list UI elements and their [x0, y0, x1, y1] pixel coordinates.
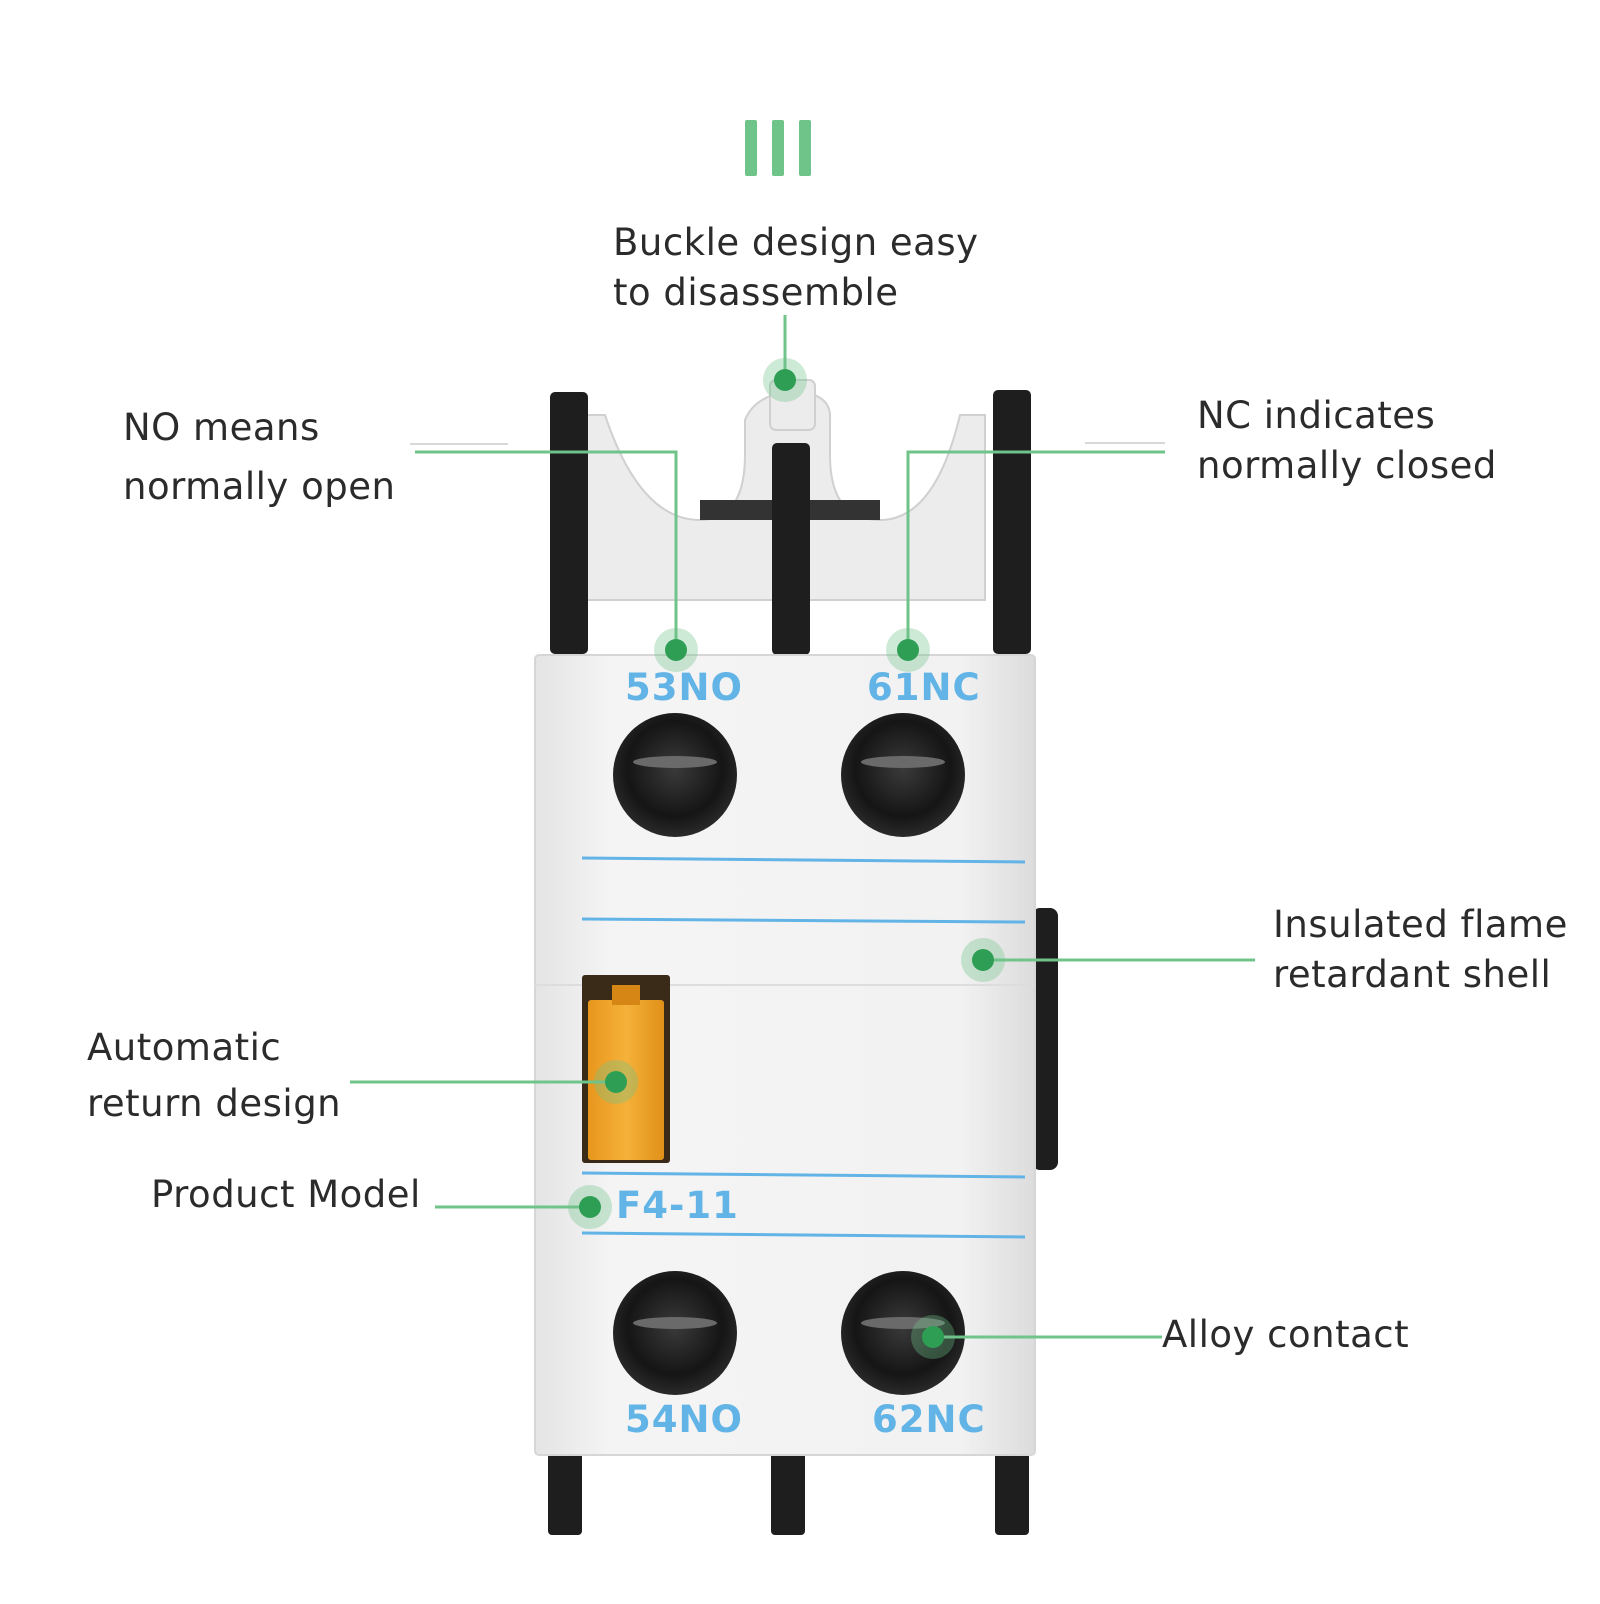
callout-dot-shell [961, 938, 1005, 982]
side-clip [1032, 908, 1058, 1170]
callout-no-line1: NO means [123, 406, 320, 449]
callout-model-line1: Product Model [151, 1173, 421, 1216]
callout-shell-line2: retardant shell [1273, 953, 1552, 996]
callout-shell-line1: Insulated flame [1273, 903, 1568, 946]
callout-dots [568, 358, 1005, 1359]
three-bars-icon [745, 120, 811, 176]
callout-buckle-line1: Buckle design easy [613, 221, 979, 264]
callout-nc: NC indicates normally closed [1197, 391, 1497, 491]
callout-no-line2: normally open [123, 465, 396, 508]
leader-lines-faint [410, 442, 1165, 445]
callout-buckle: Buckle design easy to disassemble [613, 218, 979, 318]
callout-dot-nc [886, 628, 930, 672]
screw-holes [613, 713, 965, 1395]
callout-return: Automatic return design [87, 1020, 341, 1132]
terminal-label-62nc: 62NC [872, 1398, 986, 1441]
bottom-legs [548, 1430, 1029, 1535]
callout-dot-model [568, 1185, 612, 1229]
terminal-label-61nc: 61NC [867, 666, 981, 709]
terminal-label-54no: 54NO [625, 1398, 743, 1441]
callout-dot-alloy [911, 1315, 955, 1359]
model-label: F4-11 [616, 1184, 739, 1227]
terminal-label-53no: 53NO [625, 666, 743, 709]
callout-return-line1: Automatic [87, 1026, 282, 1069]
callout-dot-return [594, 1060, 638, 1104]
callout-model: Product Model [151, 1170, 421, 1220]
callout-dot-no [654, 628, 698, 672]
callout-nc-line1: NC indicates [1197, 394, 1436, 437]
callout-nc-line2: normally closed [1197, 444, 1497, 487]
body-stripes [581, 856, 1026, 1239]
callout-alloy: Alloy contact [1162, 1310, 1409, 1360]
callout-dot-buckle [763, 358, 807, 402]
callout-no: NO means normally open [123, 398, 395, 516]
callout-alloy-line1: Alloy contact [1162, 1313, 1410, 1356]
callout-shell: Insulated flame retardant shell [1273, 900, 1568, 1000]
top-posts [550, 390, 1031, 655]
callout-return-line2: return design [87, 1082, 342, 1125]
callout-buckle-line2: to disassemble [613, 271, 899, 314]
leader-lines [350, 315, 1255, 1339]
device-body [534, 654, 1036, 1456]
